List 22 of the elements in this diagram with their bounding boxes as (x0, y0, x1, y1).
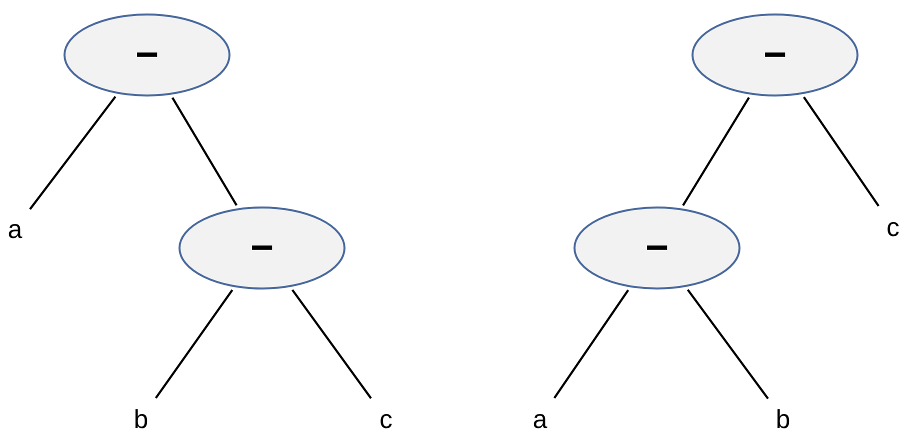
ellipse-node (63, 13, 231, 97)
ellipse-node (691, 13, 859, 97)
leaf-label: a (4, 212, 26, 246)
connector-line (682, 97, 750, 206)
connector-line (154, 289, 234, 399)
operator-symbol: − (250, 228, 274, 268)
ellipse-node (178, 206, 346, 290)
connector-line (553, 290, 630, 399)
ellipse-node (573, 206, 741, 290)
leaf-label: c (375, 402, 397, 434)
leaf-label: b (130, 402, 152, 434)
leaf-label: b (772, 402, 794, 434)
connector-line (686, 289, 769, 400)
operator-symbol: − (135, 35, 159, 75)
leaf-label: c (882, 210, 904, 244)
operator-symbol: − (645, 228, 669, 268)
operator-symbol: − (763, 35, 787, 75)
connector-line (802, 96, 880, 207)
connector-line (29, 96, 116, 210)
leaf-label: a (529, 402, 551, 434)
connector-line (171, 97, 238, 206)
connector-line (291, 289, 372, 399)
